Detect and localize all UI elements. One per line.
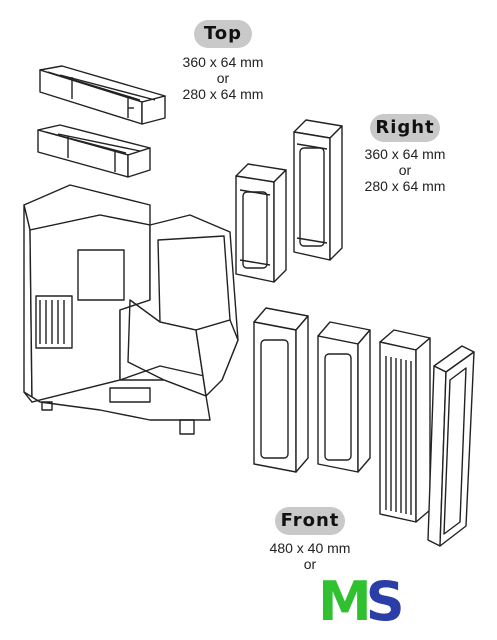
front-bracket — [427, 345, 475, 547]
top-label-pill: Top — [194, 20, 252, 48]
ms-logo: MS — [318, 572, 408, 632]
front-dimensions: 480 x 40 mm or — [260, 540, 360, 572]
logo-letter-s: S — [365, 570, 405, 633]
right-radiator-280 — [235, 163, 287, 283]
top-dim-2: 280 x 64 mm — [182, 86, 264, 102]
right-label: Right — [375, 117, 435, 138]
logo-letter-m: M — [318, 570, 372, 633]
top-dim-or: or — [216, 70, 230, 86]
front-label-pill: Front — [275, 507, 345, 535]
front-label: Front — [280, 510, 340, 531]
right-dim-or: or — [398, 162, 412, 178]
front-radiator-finned — [379, 329, 431, 523]
top-radiator-360 — [39, 65, 166, 125]
right-dim-2: 280 x 64 mm — [364, 178, 446, 194]
right-label-pill: Right — [370, 114, 440, 142]
top-label: Top — [203, 23, 243, 44]
front-radiator-a — [253, 307, 309, 473]
front-dim-1: 480 x 40 mm — [269, 540, 351, 556]
right-dim-1: 360 x 64 mm — [364, 146, 446, 162]
top-dimensions: 360 x 64 mm or 280 x 64 mm — [173, 54, 273, 102]
front-radiator-b — [317, 321, 371, 473]
pc-case — [23, 184, 239, 435]
front-dim-or: or — [303, 556, 317, 572]
top-radiator-280 — [37, 124, 151, 178]
right-radiator-360 — [293, 119, 343, 261]
right-dimensions: 360 x 64 mm or 280 x 64 mm — [355, 146, 455, 194]
top-dim-1: 360 x 64 mm — [182, 54, 264, 70]
